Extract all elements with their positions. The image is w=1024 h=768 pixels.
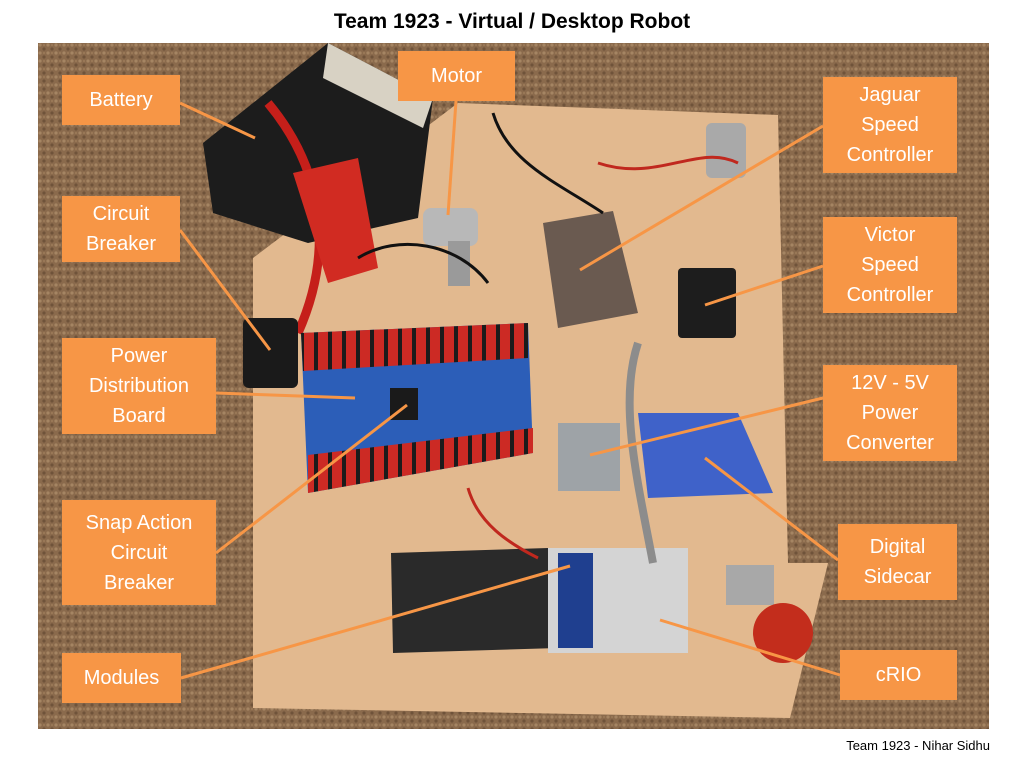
slide-title: Team 1923 - Virtual / Desktop Robot [333, 10, 691, 33]
anderson-connector [293, 158, 378, 283]
motor [423, 208, 478, 286]
beacon-light [726, 565, 813, 663]
circuit-breaker-device [243, 318, 298, 388]
pdb [301, 323, 533, 493]
label-sidecar: Digital Sidecar [838, 524, 957, 600]
leader-circuit-breaker [178, 229, 272, 351]
label-motor: Motor [398, 51, 515, 101]
label-circuit-breaker: Circuit Breaker [62, 196, 180, 262]
label-crio: cRIO [840, 650, 957, 700]
label-snap-action-breaker: Snap Action Circuit Breaker [62, 500, 216, 605]
wire-black [491, 112, 604, 215]
leader-sidecar [704, 456, 839, 562]
leader-modules [180, 564, 571, 680]
motor-2 [706, 123, 746, 178]
footer-credit: Team 1923 - Nihar Sidhu [846, 738, 990, 753]
label-converter: 12V - 5V Power Converter [823, 365, 957, 461]
label-power-distribution-board: Power Distribution Board [62, 338, 216, 434]
label-battery: Battery [62, 75, 180, 125]
leader-crio [659, 618, 841, 677]
leader-jaguar [579, 124, 824, 272]
leader-converter [589, 396, 824, 457]
battery [203, 43, 433, 243]
leader-victor [704, 264, 824, 307]
leader-snap-action [215, 403, 408, 555]
wire-red-2 [466, 487, 539, 560]
label-jaguar: Jaguar Speed Controller [823, 77, 957, 173]
label-modules: Modules [62, 653, 181, 703]
jaguar-controller [543, 211, 638, 328]
wire-black-2 [357, 242, 490, 284]
label-victor: Victor Speed Controller [823, 217, 957, 313]
leader-pdb [215, 391, 356, 400]
converter-device [558, 423, 620, 491]
wire-red [597, 155, 739, 171]
leader-battery [179, 101, 256, 140]
leader-motor [446, 100, 458, 216]
